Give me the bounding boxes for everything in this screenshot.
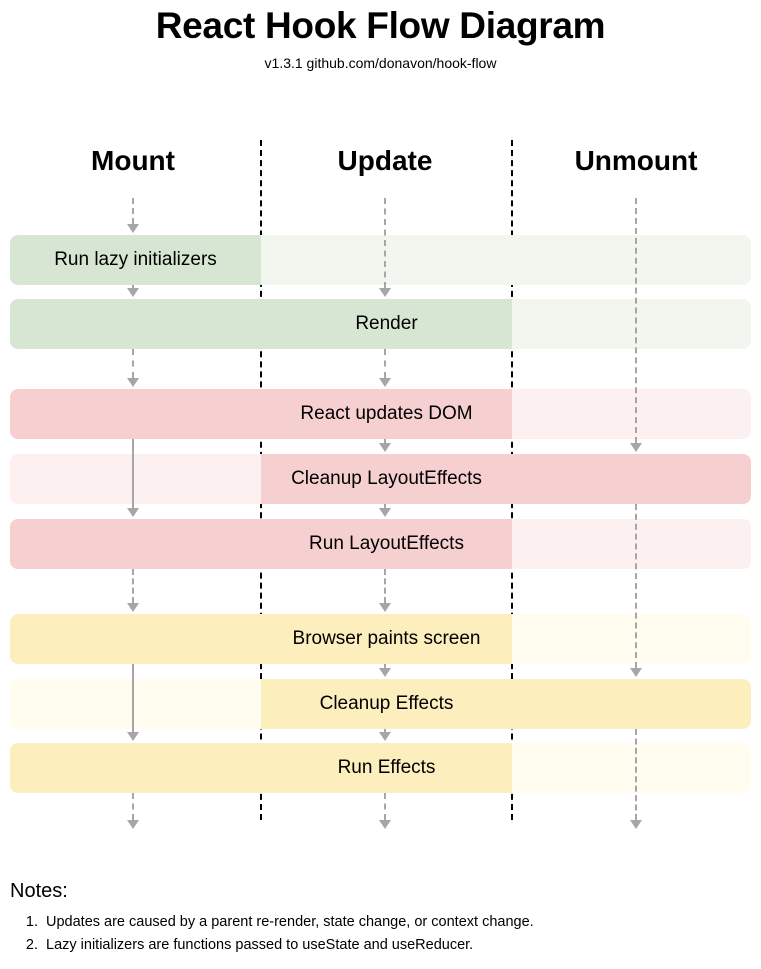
flow-arrowhead-update	[379, 443, 391, 452]
flow-arrowhead-mount	[127, 224, 139, 233]
flow-cell-run-effects-mount	[10, 743, 261, 793]
flow-connector-update	[384, 439, 386, 443]
flow-connector-mount	[132, 285, 134, 288]
flow-cell-cleanup-effects-mount	[10, 679, 261, 729]
flow-cell-cleanup-layouteffects-unmount	[512, 454, 751, 504]
flow-cell-run-layouteffects-mount	[10, 519, 261, 569]
flow-connector-update	[384, 349, 386, 378]
notes-title: Notes:	[10, 880, 68, 902]
flow-connector-mount	[132, 349, 134, 378]
flow-cell-browser-paints-screen-update	[261, 614, 512, 664]
flow-connector-update	[384, 729, 386, 732]
flow-row-label-render: Render	[355, 313, 418, 334]
flow-connector-mount	[132, 198, 134, 224]
flow-arrowhead-update	[379, 508, 391, 517]
flow-row-label-cleanup-layouteffects: Cleanup LayoutEffects	[291, 468, 482, 489]
flow-cell-run-layouteffects-unmount	[512, 519, 751, 569]
flow-cell-browser-paints-screen-mount	[10, 614, 261, 664]
flow-cell-render-mount	[10, 299, 261, 349]
flow-cell-render-unmount	[512, 299, 751, 349]
note-item-1: Updates are caused by a parent re-render…	[42, 911, 750, 934]
column-header-mount: Mount	[91, 145, 175, 176]
column-header-update: Update	[337, 145, 433, 176]
flow-row-label-react-updates-dom: React updates DOM	[300, 403, 473, 424]
flow-arrowhead-mount	[127, 603, 139, 612]
flow-cell-run-layouteffects-update	[261, 519, 512, 569]
flow-connector-unmount	[635, 729, 637, 820]
flow-arrowhead-unmount	[630, 443, 642, 452]
flow-arrowhead-update	[379, 288, 391, 297]
flow-row-cleanup-effects: Cleanup Effects	[10, 679, 751, 729]
flow-arrowhead-mount	[127, 732, 139, 741]
flow-row-label-run-effects: Run Effects	[337, 757, 436, 778]
flow-cell-run-effects-update	[261, 743, 512, 793]
flow-cell-run-effects-unmount	[512, 743, 751, 793]
flow-connector-unmount	[635, 198, 637, 443]
flow-row-render: Render	[10, 299, 751, 349]
flow-connector-mount	[132, 793, 134, 820]
flow-arrowhead-update	[379, 378, 391, 387]
flow-arrowhead-update	[379, 820, 391, 829]
flow-row-label-run-lazy-initializers: Run lazy initializers	[54, 249, 217, 270]
flow-arrowhead-mount	[127, 508, 139, 517]
hook-flow-diagram: Mount Update Unmount Run lazy initialize…	[10, 140, 751, 829]
flow-connector-mount	[132, 664, 134, 732]
flow-arrowhead-update	[379, 603, 391, 612]
flow-cell-render-update	[261, 299, 512, 349]
flow-row-run-lazy-initializers: Run lazy initializers	[10, 235, 751, 285]
flow-connector-update	[384, 504, 386, 508]
flow-cell-react-updates-dom-unmount	[512, 389, 751, 439]
flow-arrowhead-update	[379, 668, 391, 677]
flow-connector-unmount	[635, 504, 637, 668]
notes-list: Updates are caused by a parent re-render…	[10, 911, 750, 957]
flow-row-run-effects: Run Effects	[10, 743, 751, 793]
flow-cell-cleanup-layouteffects-mount	[10, 454, 261, 504]
flow-cell-run-lazy-initializers-unmount	[512, 235, 751, 285]
flow-row-label-browser-paints-screen: Browser paints screen	[292, 628, 481, 649]
flow-arrowhead-unmount	[630, 820, 642, 829]
flow-cell-cleanup-effects-unmount	[512, 679, 751, 729]
flow-row-run-layouteffects: Run LayoutEffects	[10, 519, 751, 569]
note-item-2: Lazy initializers are functions passed t…	[42, 934, 750, 957]
flow-cell-cleanup-layouteffects-update	[261, 454, 512, 504]
page-title: React Hook Flow Diagram	[155, 5, 606, 46]
flow-arrowhead-unmount	[630, 668, 642, 677]
flow-arrowhead-mount	[127, 288, 139, 297]
flow-arrowhead-update	[379, 732, 391, 741]
flow-row-browser-paints-screen: Browser paints screen	[10, 614, 751, 664]
flow-row-label-cleanup-effects: Cleanup Effects	[319, 693, 454, 714]
flow-connector-mount	[132, 439, 134, 508]
flow-connector-mount	[132, 569, 134, 603]
flow-cell-browser-paints-screen-unmount	[512, 614, 751, 664]
flow-row-cleanup-layouteffects: Cleanup LayoutEffects	[10, 454, 751, 504]
flow-connector-update	[384, 664, 386, 668]
flow-connector-update	[384, 569, 386, 603]
flow-row-label-run-layouteffects: Run LayoutEffects	[309, 533, 464, 554]
flow-cell-run-lazy-initializers-update	[261, 235, 512, 285]
flow-arrowhead-mount	[127, 820, 139, 829]
flow-cell-react-updates-dom-update	[261, 389, 512, 439]
flow-cell-react-updates-dom-mount	[10, 389, 261, 439]
flow-connector-update	[384, 793, 386, 820]
flow-cell-run-lazy-initializers-mount	[10, 235, 261, 285]
column-header-unmount: Unmount	[574, 145, 698, 176]
notes-section: Notes: Updates are caused by a parent re…	[10, 880, 750, 957]
flow-connector-update	[384, 198, 386, 288]
page-subtitle: v1.3.1 github.com/donavon/hook-flow	[264, 55, 497, 71]
flow-cell-cleanup-effects-update	[261, 679, 512, 729]
flow-row-react-updates-dom: React updates DOM	[10, 389, 751, 439]
flow-arrowhead-mount	[127, 378, 139, 387]
